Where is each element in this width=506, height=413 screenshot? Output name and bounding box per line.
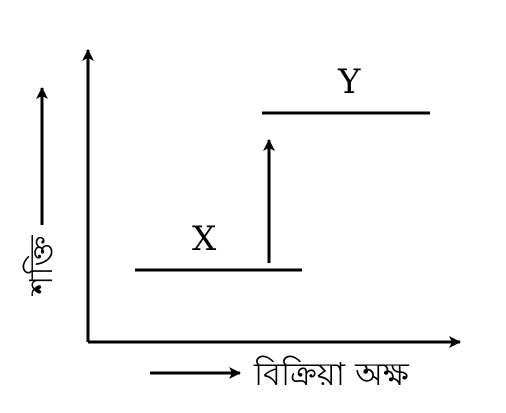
level-x-label: X [192,219,217,259]
level-y-label: Y [337,62,361,102]
y-axis-label: শক্তি [22,235,60,297]
x-axis-label: বিক্রিয়া অক্ষ [253,355,410,393]
